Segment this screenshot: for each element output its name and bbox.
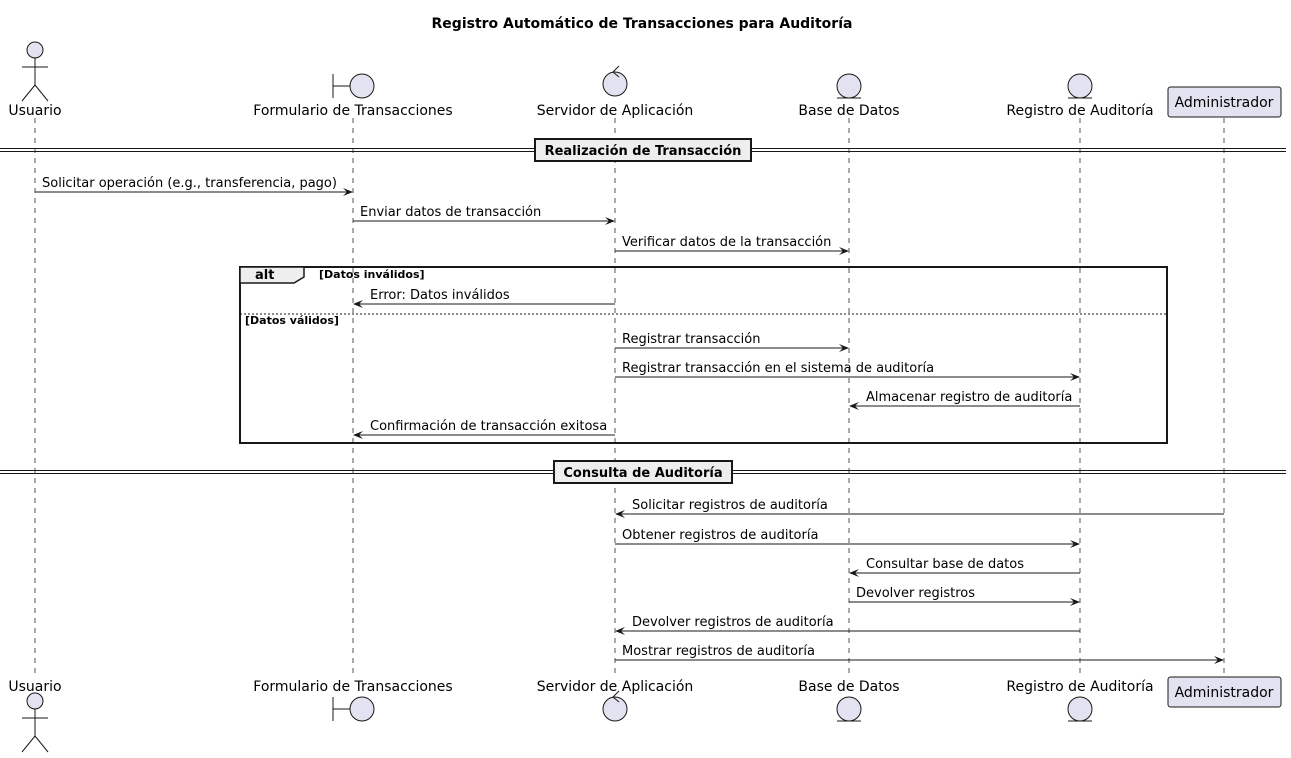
participant-usuario-bottom: Usuario bbox=[8, 679, 62, 753]
section-realizacion: Realización de Transacción bbox=[0, 138, 1286, 162]
entity-icon bbox=[1067, 696, 1093, 722]
arrowhead bbox=[353, 300, 363, 308]
diagram-title: Registro Automático de Transacciones par… bbox=[432, 16, 853, 32]
arrowhead bbox=[353, 431, 363, 439]
entity-icon bbox=[1067, 73, 1093, 99]
participant-label: Base de Datos bbox=[798, 103, 899, 119]
alt-fragment: alt [Datos inválidos] [Datos válidos] bbox=[239, 266, 1168, 444]
participant-bd-bottom: Base de Datos bbox=[798, 679, 900, 722]
actor-icon bbox=[21, 692, 49, 753]
arrowhead bbox=[849, 569, 859, 577]
message-5: Registrar transacción bbox=[615, 332, 849, 352]
arrowhead bbox=[1070, 598, 1080, 606]
participant-label: Usuario bbox=[8, 679, 61, 695]
participant-label: Registro de Auditoría bbox=[1006, 103, 1153, 119]
participant-auditoria-bottom: Registro de Auditoría bbox=[1006, 679, 1154, 722]
message-label: Almacenar registro de auditoría bbox=[866, 390, 1072, 405]
control-icon bbox=[602, 690, 628, 722]
participant-formulario-bottom: Formulario de Transacciones bbox=[253, 679, 453, 722]
message-label: Solicitar registros de auditoría bbox=[632, 498, 828, 513]
message-label: Solicitar operación (e.g., transferencia… bbox=[42, 176, 337, 191]
participant-label: Administrador bbox=[1175, 95, 1274, 111]
control-icon bbox=[602, 65, 628, 97]
arrowhead bbox=[849, 402, 859, 410]
message-label: Consultar base de datos bbox=[866, 557, 1024, 572]
message-label: Registrar transacción en el sistema de a… bbox=[622, 361, 934, 376]
entity-icon bbox=[836, 73, 862, 99]
participant-label: Registro de Auditoría bbox=[1006, 679, 1153, 695]
message-13: Devolver registros de auditoría bbox=[615, 615, 1080, 635]
alt-keyword: alt bbox=[255, 268, 274, 283]
message-label: Mostrar registros de auditoría bbox=[622, 644, 815, 659]
arrowhead bbox=[839, 247, 849, 255]
participant-admin-bottom: Administrador bbox=[1167, 676, 1282, 708]
participant-auditoria-top: Registro de Auditoría bbox=[1006, 73, 1154, 119]
message-10: Obtener registros de auditoría bbox=[615, 528, 1080, 548]
entity-icon bbox=[836, 696, 862, 722]
participant-label: Usuario bbox=[8, 103, 61, 119]
arrowhead bbox=[1214, 656, 1224, 664]
boundary-icon bbox=[332, 696, 375, 722]
message-label: Error: Datos inválidos bbox=[370, 288, 510, 303]
arrowhead bbox=[615, 510, 625, 518]
alt-guard-valid: [Datos válidos] bbox=[245, 314, 339, 327]
arrowhead bbox=[1070, 540, 1080, 548]
message-label: Verificar datos de la transacción bbox=[622, 235, 831, 250]
message-6: Registrar transacción en el sistema de a… bbox=[615, 361, 1080, 381]
lifelines bbox=[34, 118, 1225, 676]
message-11: Consultar base de datos bbox=[849, 557, 1080, 577]
arrowhead bbox=[343, 188, 353, 196]
message-1: Solicitar operación (e.g., transferencia… bbox=[35, 176, 353, 196]
participant-servidor-bottom: Servidor de Aplicación bbox=[537, 679, 694, 722]
participant-box bbox=[1167, 86, 1282, 118]
participant-label: Administrador bbox=[1175, 685, 1274, 701]
boundary-icon bbox=[332, 73, 375, 99]
participant-bd-top: Base de Datos bbox=[798, 73, 900, 119]
participant-formulario-top: Formulario de Transacciones bbox=[253, 73, 453, 119]
message-label: Registrar transacción bbox=[622, 332, 760, 347]
message-label: Devolver registros de auditoría bbox=[632, 615, 834, 630]
message-label: Confirmación de transacción exitosa bbox=[370, 419, 607, 434]
message-7: Almacenar registro de auditoría bbox=[849, 390, 1080, 410]
message-label: Enviar datos de transacción bbox=[360, 205, 541, 220]
participant-servidor-top: Servidor de Aplicación bbox=[537, 65, 694, 119]
alt-frame bbox=[239, 266, 1168, 444]
alt-tab bbox=[239, 266, 305, 284]
participant-label: Servidor de Aplicación bbox=[537, 679, 694, 695]
messages: Solicitar operación (e.g., transferencia… bbox=[35, 176, 1224, 664]
message-4: Error: Datos inválidos bbox=[353, 288, 615, 308]
message-2: Enviar datos de transacción bbox=[353, 205, 615, 225]
participant-label: Formulario de Transacciones bbox=[253, 679, 452, 695]
participant-label: Formulario de Transacciones bbox=[253, 103, 452, 119]
message-14: Mostrar registros de auditoría bbox=[615, 644, 1224, 664]
message-8: Confirmación de transacción exitosa bbox=[353, 419, 615, 439]
participant-label: Base de Datos bbox=[798, 679, 899, 695]
participant-usuario-top: Usuario bbox=[8, 41, 62, 119]
message-9: Solicitar registros de auditoría bbox=[615, 498, 1224, 518]
participant-box bbox=[1167, 676, 1282, 708]
message-label: Devolver registros bbox=[856, 586, 975, 601]
arrowhead bbox=[615, 627, 625, 635]
section-label: Consulta de Auditoría bbox=[563, 466, 722, 481]
participant-heads: Usuario Formulario de Transacciones Servid… bbox=[8, 41, 1282, 119]
alt-guard-invalid: [Datos inválidos] bbox=[319, 268, 425, 281]
participant-admin-top: Administrador bbox=[1167, 86, 1282, 118]
participant-label: Servidor de Aplicación bbox=[537, 103, 694, 119]
section-consulta: Consulta de Auditoría bbox=[0, 460, 1286, 484]
section-label: Realización de Transacción bbox=[545, 144, 742, 159]
arrowhead bbox=[1070, 373, 1080, 381]
message-3: Verificar datos de la transacción bbox=[615, 235, 849, 255]
participant-feet: Usuario Formulario de Transacciones Servid… bbox=[8, 676, 1282, 753]
arrowhead bbox=[839, 344, 849, 352]
arrowhead bbox=[605, 217, 615, 225]
message-12: Devolver registros bbox=[849, 586, 1080, 606]
message-label: Obtener registros de auditoría bbox=[622, 528, 818, 543]
actor-icon bbox=[21, 41, 49, 102]
